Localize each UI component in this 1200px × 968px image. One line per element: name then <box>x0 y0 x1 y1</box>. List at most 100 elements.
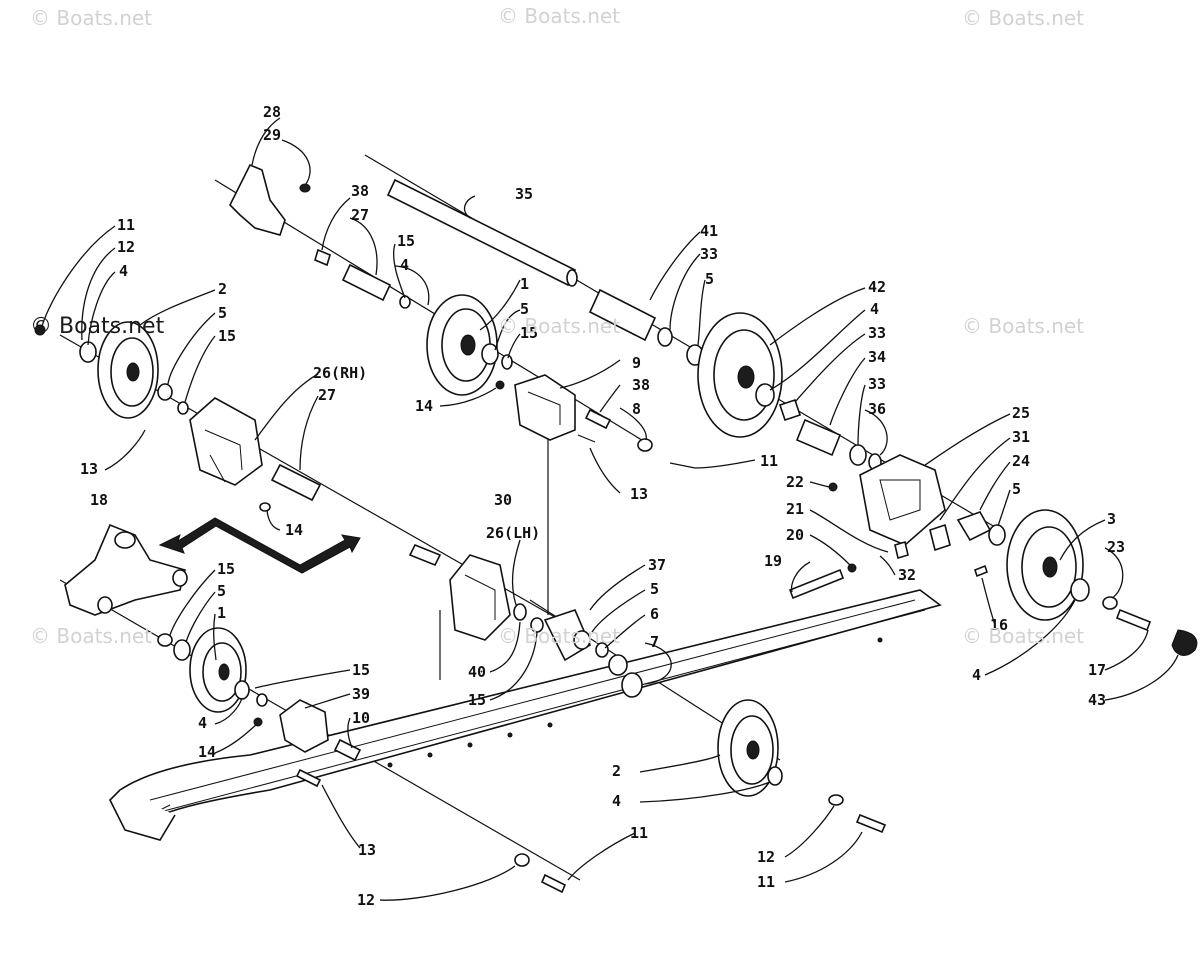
callout-21: 21 <box>786 500 804 518</box>
callout-15: 15 <box>352 661 370 679</box>
watermark: © Boats.net <box>962 624 1085 648</box>
part-18-arm <box>64 523 188 616</box>
callout-25: 25 <box>1012 404 1030 422</box>
part-42-right-wheel <box>697 312 882 471</box>
callout-13: 13 <box>80 460 98 478</box>
callout-13: 13 <box>630 485 648 503</box>
callout-39: 39 <box>352 685 370 703</box>
callout-40: 40 <box>468 663 486 681</box>
watermark: © Boats.net <box>30 314 165 339</box>
callout-5: 5 <box>217 582 226 600</box>
callout-6: 6 <box>650 605 659 623</box>
callout-15: 15 <box>218 327 236 345</box>
callout-10: 10 <box>352 709 370 727</box>
watermark: © Boats.net <box>962 314 1085 338</box>
watermark: © Boats.net <box>498 314 621 338</box>
callout-22: 22 <box>786 473 804 491</box>
callout-5: 5 <box>520 300 529 318</box>
callout-4: 4 <box>400 256 409 274</box>
leader-lines <box>41 117 1179 901</box>
callout-24: 24 <box>1012 452 1030 470</box>
callout-42: 42 <box>868 278 886 296</box>
part-2-left-wheel <box>34 321 189 419</box>
part-3-rear-wheel <box>1006 509 1198 656</box>
callout-14: 14 <box>198 743 216 761</box>
watermark: © Boats.net <box>962 6 1085 30</box>
callout-16: 16 <box>990 616 1008 634</box>
callout-5: 5 <box>705 270 714 288</box>
part-39-10-hub <box>253 699 567 894</box>
callout-29: 29 <box>263 126 281 144</box>
callout-11: 11 <box>630 824 648 842</box>
callout-41: 41 <box>700 222 718 240</box>
callout-33: 33 <box>700 245 718 263</box>
callout-20: 20 <box>786 526 804 544</box>
direction-arrow <box>158 517 361 574</box>
callout-1: 1 <box>520 275 529 293</box>
callout-36: 36 <box>868 400 886 418</box>
part-38-27-spacers <box>314 248 411 309</box>
callout-2: 2 <box>218 280 227 298</box>
callout-12: 12 <box>757 848 775 866</box>
callout-11: 11 <box>760 452 778 470</box>
callout-27: 27 <box>318 386 336 404</box>
callout-8: 8 <box>632 400 641 418</box>
callout-7: 7 <box>650 633 659 651</box>
callout-31: 31 <box>1012 428 1030 446</box>
part-28-arm <box>229 163 311 236</box>
part-41-sleeve <box>588 288 704 366</box>
callout-33: 33 <box>868 324 886 342</box>
callout-11: 11 <box>117 216 135 234</box>
callout-1: 1 <box>217 604 226 622</box>
watermark: © Boats.net <box>30 624 153 648</box>
part-35-shaft <box>386 178 578 287</box>
part-37-6-7-hub <box>543 609 643 698</box>
slide-rail <box>109 589 942 841</box>
callout-30: 30 <box>494 491 512 509</box>
callout-26rh: 26(RH) <box>313 364 367 382</box>
part-30-26lh <box>408 543 544 641</box>
callout-4: 4 <box>119 262 128 280</box>
callout-12: 12 <box>117 238 135 256</box>
part-9-bracket <box>495 374 696 469</box>
callout-15: 15 <box>397 232 415 250</box>
part-2-lower-wheel <box>717 699 887 834</box>
part-26rh-bracket <box>189 397 322 512</box>
callout-12: 12 <box>357 891 375 909</box>
callout-43: 43 <box>1088 691 1106 709</box>
callout-38: 38 <box>632 376 650 394</box>
watermark: © Boats.net <box>498 4 621 28</box>
callout-labels: 28 29 38 27 15 4 35 11 12 4 2 5 15 26(RH… <box>80 103 1125 909</box>
callout-4: 4 <box>612 792 621 810</box>
callout-37: 37 <box>648 556 666 574</box>
callout-27: 27 <box>351 206 369 224</box>
callout-3: 3 <box>1107 510 1116 528</box>
callout-33: 33 <box>868 375 886 393</box>
watermark: © Boats.net <box>498 624 621 648</box>
callout-14: 14 <box>415 397 433 415</box>
callout-4: 4 <box>972 666 981 684</box>
callout-5: 5 <box>1012 480 1021 498</box>
callout-11: 11 <box>757 873 775 891</box>
callout-5: 5 <box>650 580 659 598</box>
callout-14: 14 <box>285 521 303 539</box>
callout-2: 2 <box>612 762 621 780</box>
callout-15: 15 <box>217 560 235 578</box>
callout-34: 34 <box>868 348 886 366</box>
callout-15: 15 <box>520 324 538 342</box>
callout-17: 17 <box>1088 661 1106 679</box>
rail-holes <box>387 637 883 768</box>
part-25-plate <box>788 454 1006 600</box>
callout-15: 15 <box>468 691 486 709</box>
watermark: © Boats.net <box>30 6 153 30</box>
callout-4: 4 <box>198 714 207 732</box>
callout-19: 19 <box>764 552 782 570</box>
callout-28: 28 <box>263 103 281 121</box>
callout-38: 38 <box>351 182 369 200</box>
callout-18: 18 <box>90 491 108 509</box>
callout-23: 23 <box>1107 538 1125 556</box>
callout-32: 32 <box>898 566 916 584</box>
callout-5: 5 <box>218 304 227 322</box>
